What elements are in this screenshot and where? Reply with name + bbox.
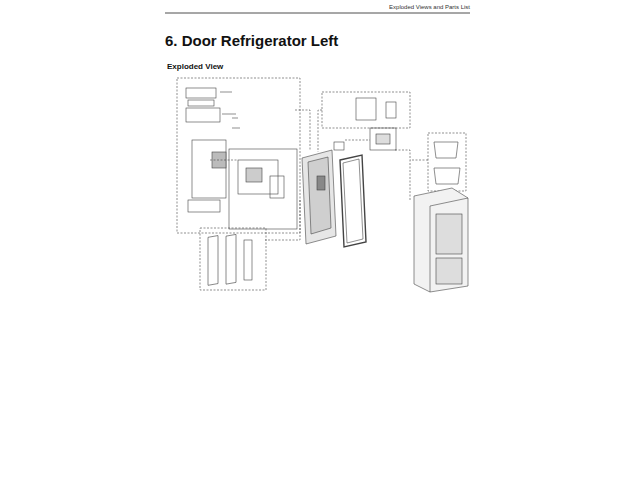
guide-line: [318, 110, 322, 152]
leader-line: [222, 114, 236, 115]
strip: [226, 234, 236, 284]
leader-line: [210, 160, 238, 161]
guide-line: [265, 200, 300, 240]
refrigerator-body: [414, 188, 468, 292]
edge: [430, 206, 431, 292]
section-heading: Exploded View: [167, 62, 223, 71]
part: [334, 142, 344, 150]
page-title: 6. Door Refrigerator Left: [165, 32, 338, 49]
bin: [434, 168, 460, 184]
part: [356, 98, 376, 120]
strip: [244, 240, 252, 280]
group-frame: [200, 228, 266, 290]
part: [188, 200, 220, 212]
panel: [192, 140, 226, 198]
group-frame: [428, 133, 466, 191]
guide-line: [410, 160, 428, 161]
part: [370, 128, 396, 150]
door-inner: [308, 157, 331, 234]
part: [376, 134, 390, 144]
group-frame: [322, 92, 410, 128]
part: [186, 108, 220, 122]
illustration-group: [165, 13, 470, 292]
part: [188, 100, 214, 106]
tick: [232, 118, 238, 119]
part: [386, 102, 396, 118]
edge: [430, 198, 468, 206]
tick: [232, 128, 240, 129]
part: [270, 176, 284, 198]
bin: [434, 142, 458, 158]
gasket-inner: [343, 159, 363, 243]
guide-line: [295, 110, 310, 150]
guide-line: [395, 150, 410, 200]
detail-frame: [229, 149, 297, 229]
header-rule: [165, 13, 470, 14]
part: [238, 160, 278, 194]
leader-line: [220, 92, 232, 93]
guide-line: [345, 140, 370, 141]
interior: [436, 258, 462, 284]
gasket: [340, 155, 366, 247]
part: [246, 168, 262, 182]
group-frame: [177, 78, 300, 233]
part: [186, 88, 216, 98]
door: [302, 150, 336, 244]
part: [317, 176, 325, 190]
interior: [436, 214, 462, 254]
strip: [208, 236, 218, 286]
running-header: Exploded Views and Parts List: [389, 4, 470, 10]
